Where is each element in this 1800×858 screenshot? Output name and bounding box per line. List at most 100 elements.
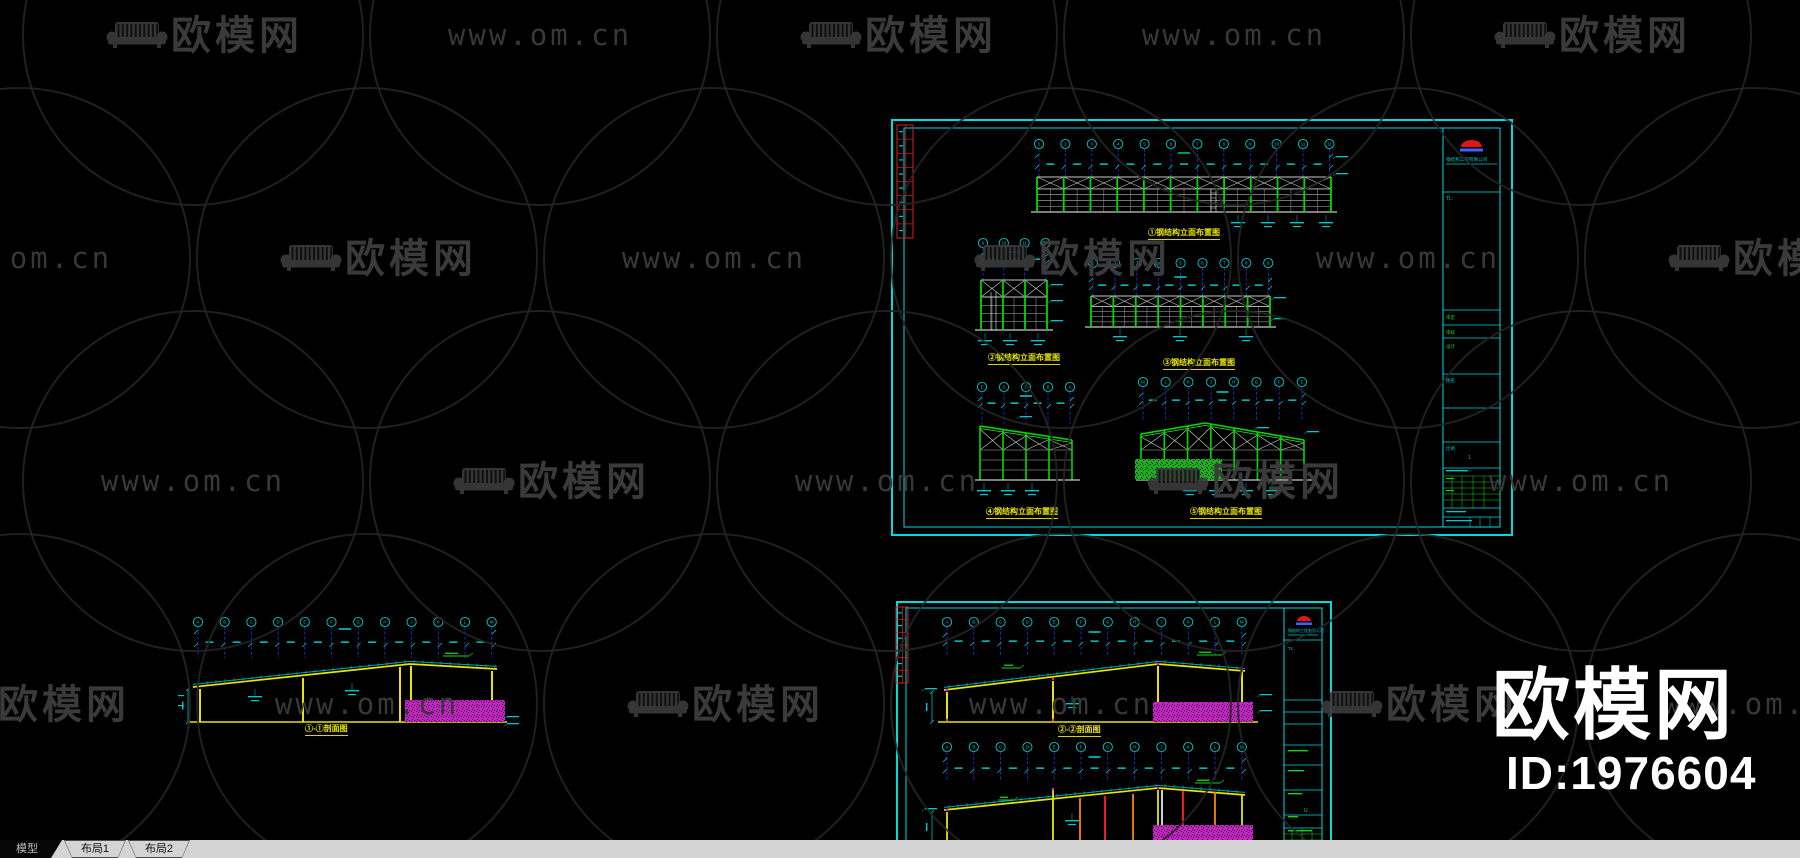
svg-text:比例: 比例 xyxy=(1446,445,1455,452)
watermark-item: 欧模网 xyxy=(627,683,824,727)
grid-axis-label: 11 xyxy=(1022,241,1027,246)
watermark-circle xyxy=(1584,87,1800,429)
grid-axis-label: A xyxy=(946,745,949,750)
grid-axis-label: 12 xyxy=(1043,241,1048,246)
layout-tab-bar: 模型 布局1 布局2 xyxy=(0,840,1800,858)
watermark-url-text: www.om.cn xyxy=(0,241,112,275)
watermark-item: www.om.cn xyxy=(1142,18,1323,52)
grid-axis-label: H xyxy=(1133,745,1136,750)
watermark-item: www.om.cn xyxy=(1489,464,1670,498)
watermark-item: 欧模网 xyxy=(1321,683,1514,727)
watermark-item: 欧模网 xyxy=(800,14,997,58)
watermark-url-text: www.om.cn xyxy=(1663,687,1800,721)
grid-axis-label: D xyxy=(277,620,280,625)
grid-axis-label: A xyxy=(197,620,200,625)
grid-axis-label: 9 xyxy=(982,241,985,246)
watermark-circle xyxy=(196,87,538,429)
grid-axis-label: 10 xyxy=(1274,142,1279,147)
grid-axis-label: J xyxy=(1210,380,1212,385)
watermark-circle xyxy=(1410,310,1752,652)
grid-axis-bubble xyxy=(1113,138,1124,150)
grid-axis-label: E xyxy=(1053,620,1056,625)
grid-axis-label: M xyxy=(490,620,494,625)
grid-axis-bubble xyxy=(1060,138,1071,150)
grid-axis-label: H xyxy=(383,620,386,625)
watermark-brand-text: 欧模网 xyxy=(1559,14,1691,58)
grid-axis-bubble xyxy=(1297,138,1309,150)
sofa-icon xyxy=(1668,245,1730,271)
grid-axis-label: G xyxy=(1106,745,1110,750)
grid-axis-bubble xyxy=(1165,138,1177,150)
watermark-item: www.om.cn xyxy=(622,241,806,275)
grid-axis-bubble xyxy=(1245,138,1256,150)
grid-axis-label: 1 xyxy=(1038,142,1041,147)
watermark-item: www.om.cn xyxy=(969,687,1150,721)
sofa-icon xyxy=(974,245,1036,271)
watermark-item: www.om.cn xyxy=(0,241,112,275)
sheet-border-outer xyxy=(891,119,1513,536)
watermark-circle xyxy=(22,310,364,652)
sofa-icon xyxy=(1147,468,1209,494)
grid-axis-label: M xyxy=(1240,745,1244,750)
tab-layout2[interactable]: 布局2 xyxy=(128,840,190,858)
watermark-circle xyxy=(716,310,1058,652)
tab-layout1[interactable]: 布局1 xyxy=(64,840,126,858)
grid-axis-label: A xyxy=(1069,385,1072,390)
grid-axis-label: H xyxy=(1232,380,1235,385)
watermark-site-name: 欧模网 xyxy=(1492,661,1736,749)
grid-axis-label: E xyxy=(303,620,306,625)
watermark-brand-text: 欧模网 xyxy=(171,14,303,58)
grid-axis-label: B xyxy=(972,620,975,625)
ground-hatch xyxy=(405,700,505,722)
grid-axis-label: 3 xyxy=(1136,261,1139,266)
grid-axis-label: G xyxy=(357,620,361,625)
watermark-brand-text: 欧模网 xyxy=(692,683,824,727)
watermark-circle xyxy=(0,533,191,858)
watermark-circle xyxy=(1063,0,1405,206)
grid-axis-label: E xyxy=(1300,380,1303,385)
watermark-url-text: www.om.cn xyxy=(275,687,459,721)
watermark-url-text: www.om.cn xyxy=(448,18,632,52)
grid-axis-label: 7 xyxy=(1223,261,1226,266)
grid-axis-bubble xyxy=(1139,138,1150,150)
grid-axis-label: C xyxy=(999,620,1002,625)
watermark-url-text: www.om.cn xyxy=(622,241,806,275)
sofa-icon xyxy=(280,245,342,271)
sofa-icon xyxy=(106,22,168,48)
company-logo xyxy=(1297,616,1311,621)
watermark-circle xyxy=(543,533,885,858)
grid-axis-label: 11 xyxy=(1301,142,1306,147)
title-block-note: TL: xyxy=(1446,196,1453,202)
watermark-brand-text: 欧模网 xyxy=(865,14,997,58)
watermark-url-text: www.om.cn xyxy=(1316,241,1500,275)
grid-axis-label: C xyxy=(1024,385,1027,390)
grid-axis-label: E xyxy=(981,385,984,390)
watermark-item: 欧模网 xyxy=(280,237,473,281)
grid-axis-label: C xyxy=(999,745,1002,750)
watermark-circle xyxy=(1237,87,1579,429)
grid-axis-label: 4 xyxy=(1117,142,1120,147)
grid-axis-label: 1 xyxy=(1092,261,1095,266)
grid-axis-label: M xyxy=(1240,620,1244,625)
tab-model[interactable]: 模型 xyxy=(0,840,62,858)
grid-axis-bubble xyxy=(1218,138,1229,150)
grid-axis-label: B xyxy=(223,620,226,625)
grid-axis-bubble xyxy=(1324,138,1335,150)
watermark-item: www.om.cn xyxy=(448,18,632,52)
grid-axis-label: F xyxy=(330,620,333,625)
grid-axis-label: L xyxy=(1214,620,1217,625)
svg-text:审定: 审定 xyxy=(1446,314,1455,321)
grid-axis-label: J xyxy=(1160,745,1162,750)
watermark-circle xyxy=(22,0,364,206)
grid-axis-label: 8 xyxy=(1223,142,1226,147)
watermark-circle xyxy=(890,87,1232,429)
grid-axis-label: C xyxy=(250,620,253,625)
ground-hatch xyxy=(1153,702,1253,722)
watermark-url-text: www.om.cn xyxy=(101,464,285,498)
